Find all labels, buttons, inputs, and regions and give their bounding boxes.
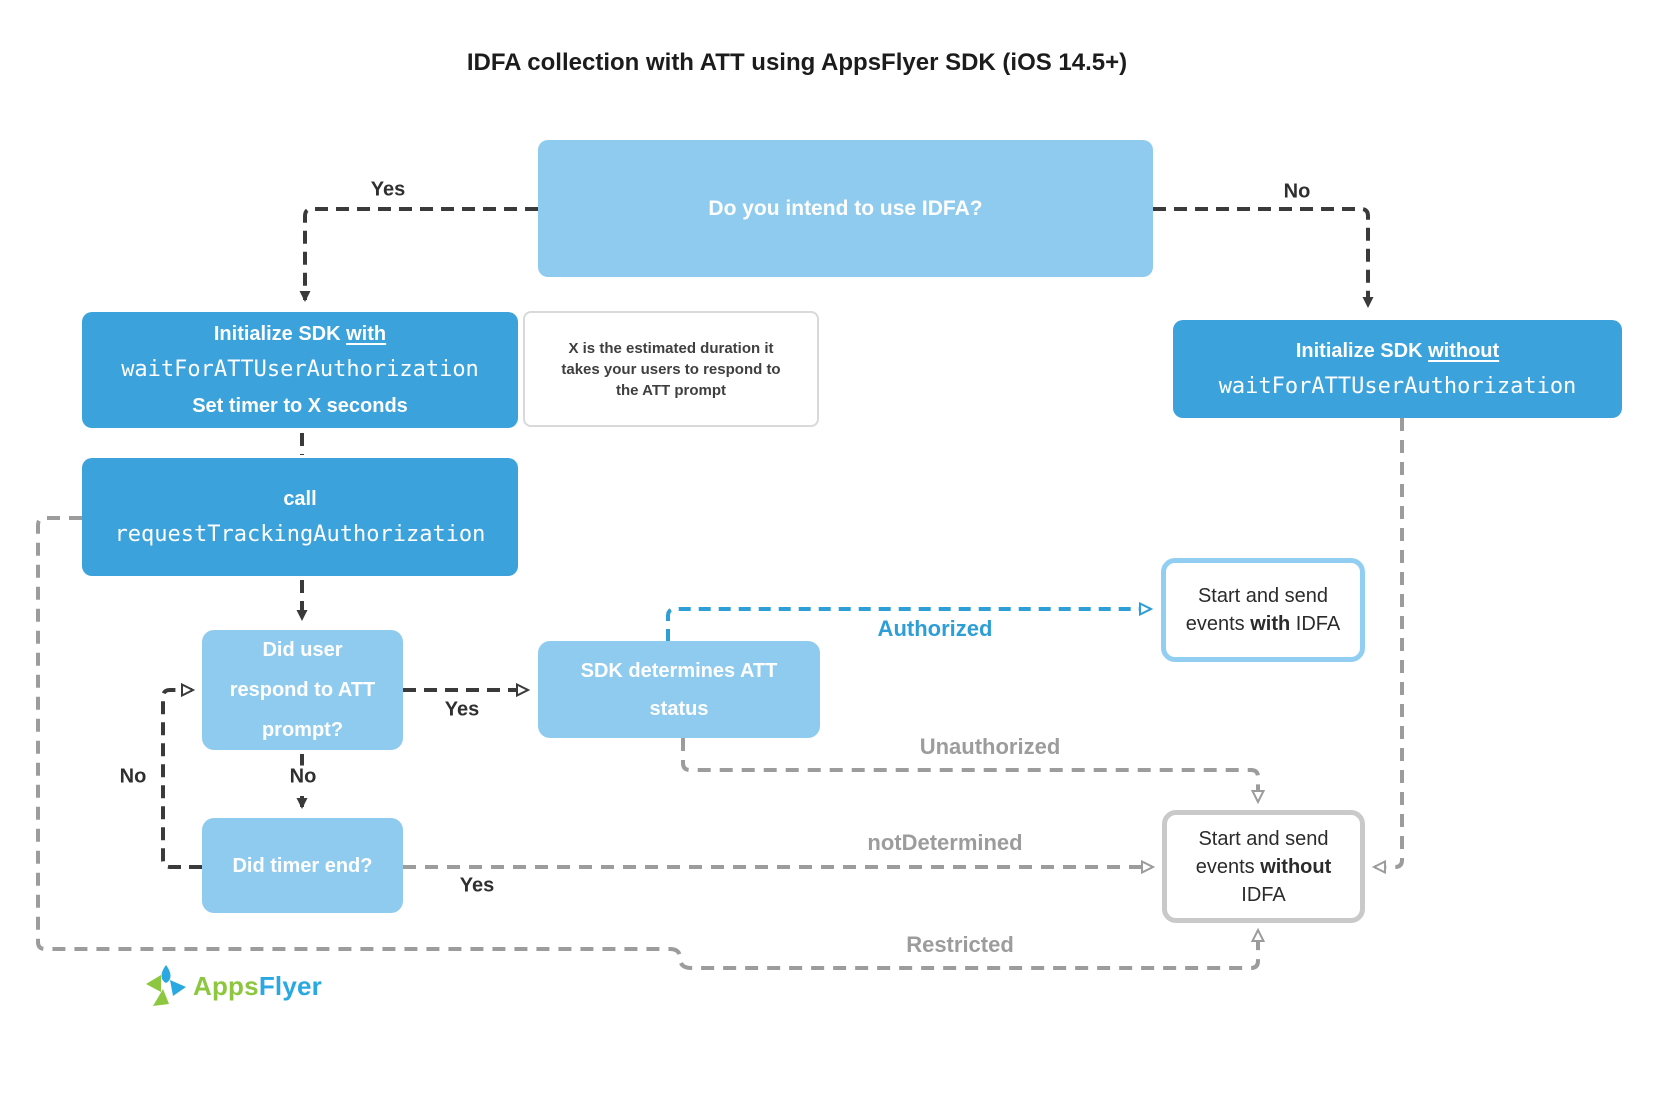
edge-label-yes-timer: Yes xyxy=(455,874,499,898)
appsflyer-logo-icon xyxy=(146,965,186,1006)
init-with-text: Initialize SDK xyxy=(213,323,347,345)
edge-label-yes-user: Yes xyxy=(440,698,484,722)
appsflyer-logo: AppsFlyer xyxy=(143,962,322,1010)
init-without-emph: without xyxy=(1428,340,1500,362)
node-init-sdk-with-line1: Initialize SDK with xyxy=(214,316,386,352)
init-with-emph: with xyxy=(346,323,387,345)
edge-label-unauthorized: Unauthorized xyxy=(919,734,1061,759)
node-sdk-determines-status: SDK determines ATT status xyxy=(538,641,820,738)
note-x-duration: X is the estimated duration it takes you… xyxy=(523,311,819,427)
node-events-with-idfa: Start and send events with IDFA xyxy=(1161,558,1365,662)
with-idfa-line2: events with IDFA xyxy=(1186,610,1341,638)
edge-label-no-loop: No xyxy=(115,765,151,789)
edge-label-no-user: No xyxy=(285,765,321,789)
edge-label-no-top: No xyxy=(1279,180,1315,204)
node-events-without-idfa: Start and send events without IDFA xyxy=(1162,810,1365,923)
note-line2: takes your users to respond to xyxy=(561,360,781,378)
connector-no-top xyxy=(1153,207,1374,308)
appsflyer-logo-text: AppsFlyer xyxy=(193,971,322,1002)
connector-authorized xyxy=(666,601,1154,641)
node-init-sdk-without: Initialize SDK without waitForATTUserAut… xyxy=(1173,320,1622,418)
with-idfa-line2-pre: events xyxy=(1185,613,1251,635)
with-idfa-line2-bold: with xyxy=(1250,613,1291,635)
note-line1: X is the estimated duration it xyxy=(568,339,774,357)
note-line3: the ATT prompt xyxy=(616,381,726,399)
node-question-use-idfa-text: Do you intend to use IDFA? xyxy=(708,196,983,220)
node-call-request-tracking: call requestTrackingAuthorization xyxy=(82,458,518,576)
connector-no-loop xyxy=(161,682,202,869)
without-idfa-line3: IDFA xyxy=(1241,883,1286,906)
node-init-sdk-without-line1: Initialize SDK without xyxy=(1296,333,1499,369)
node-call-line1: call xyxy=(283,488,317,510)
connector-unauthorized xyxy=(681,738,1266,805)
logo-text-flyer: Flyer xyxy=(258,970,322,1001)
node-init-sdk-with: Initialize SDK with waitForATTUserAuthor… xyxy=(82,312,518,428)
edge-label-authorized: Authorized xyxy=(877,616,993,641)
without-idfa-line1: Start and send xyxy=(1198,827,1329,850)
edge-label-notdetermined: notDetermined xyxy=(867,830,1023,855)
connector-yes-top xyxy=(299,207,538,302)
without-idfa-line2-bold: without xyxy=(1260,855,1332,878)
connector-restricted xyxy=(36,516,1266,970)
node-init-sdk-with-line3: Set timer to X seconds xyxy=(192,395,408,417)
node-did-user-respond: Did user respond to ATT prompt? xyxy=(202,630,403,750)
with-idfa-line1: Start and send xyxy=(1197,585,1329,607)
sdk-status-line1: SDK determines ATT xyxy=(580,659,778,682)
node-call-code: requestTrackingAuthorization xyxy=(114,522,486,547)
without-idfa-line2-pre: events xyxy=(1195,855,1261,878)
init-without-text: Initialize SDK xyxy=(1295,340,1429,362)
connector-initwithout-down xyxy=(1371,418,1404,875)
node-init-sdk-without-code: waitForATTUserAuthorization xyxy=(1218,374,1577,399)
did-user-line1: Did user xyxy=(262,639,343,661)
logo-text-apps: Apps xyxy=(193,970,259,1001)
did-user-line2: respond to ATT xyxy=(229,679,376,701)
node-question-use-idfa: Do you intend to use IDFA? xyxy=(538,140,1153,277)
did-timer-text: Did timer end? xyxy=(232,854,373,877)
node-did-timer-end: Did timer end? xyxy=(202,818,403,913)
without-idfa-line2: events without xyxy=(1196,853,1332,881)
edge-label-restricted: Restricted xyxy=(906,932,1014,957)
page-title: IDFA collection with ATT using AppsFlyer… xyxy=(466,49,1128,76)
did-user-line3: prompt? xyxy=(261,719,344,741)
sdk-status-line2: status xyxy=(649,697,709,720)
with-idfa-line2-post: IDFA xyxy=(1290,613,1341,635)
node-init-sdk-with-code: waitForATTUserAuthorization xyxy=(121,357,479,382)
edge-label-yes-top: Yes xyxy=(366,178,410,202)
